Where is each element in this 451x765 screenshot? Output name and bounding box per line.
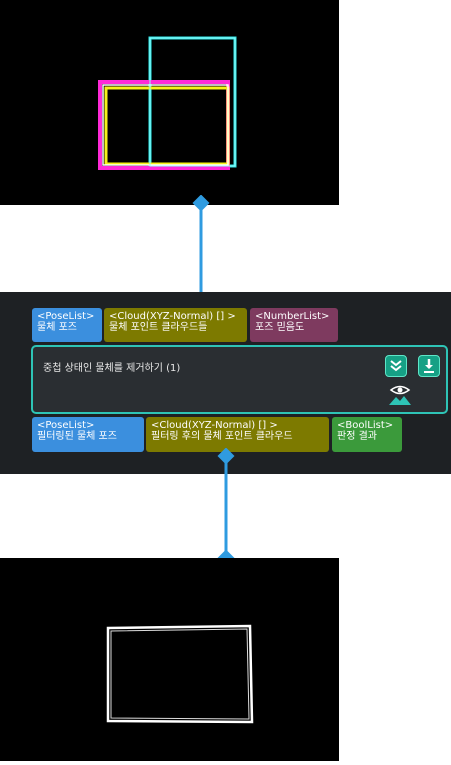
- port-type: <PoseList>: [37, 311, 95, 322]
- overlapping-objects-outline: [98, 36, 237, 170]
- input-port-pose-list[interactable]: <PoseList> 물체 포즈: [32, 308, 102, 342]
- input-preview-image: [0, 0, 339, 205]
- download-icon: [424, 359, 434, 373]
- output-port-cloud[interactable]: <Cloud(XYZ-Normal) [] > 필터링 후의 물체 포인트 클라…: [146, 417, 329, 452]
- output-port-pose-list[interactable]: <PoseList> 필터링된 물체 포즈: [32, 417, 144, 452]
- collapse-button[interactable]: [385, 355, 407, 377]
- output-preview-image: [0, 558, 339, 761]
- chevrons-down-icon: [390, 360, 402, 372]
- port-type: <Cloud(XYZ-Normal) [] >: [151, 420, 278, 431]
- download-button[interactable]: [418, 355, 440, 377]
- filtered-object-outline: [106, 624, 254, 724]
- port-label: 필터링 후의 물체 포인트 클라우드: [151, 431, 293, 442]
- port-type: <NumberList>: [255, 311, 330, 322]
- port-label: 물체 포즈: [37, 322, 77, 333]
- connector-handle-top[interactable]: [192, 195, 210, 212]
- port-label: 판정 결과: [337, 431, 377, 442]
- port-type: <BoolList>: [337, 420, 394, 431]
- port-label: 필터링된 물체 포즈: [37, 431, 117, 442]
- output-connector: [217, 448, 235, 567]
- connector-handle-out[interactable]: [217, 448, 235, 465]
- node-body[interactable]: 중첩 상태인 물체를 제거하기 (1): [31, 345, 448, 414]
- port-type: <PoseList>: [37, 420, 95, 431]
- node-title: 중첩 상태인 물체를 제거하기 (1): [43, 363, 181, 374]
- output-port-bool-list[interactable]: <BoolList> 판정 결과: [332, 417, 402, 452]
- input-port-cloud[interactable]: <Cloud(XYZ-Normal) [] > 물체 포인트 클라우드들: [104, 308, 247, 342]
- port-type: <Cloud(XYZ-Normal) [] >: [109, 311, 236, 322]
- port-label: 물체 포인트 클라우드들: [109, 322, 208, 333]
- port-label: 포즈 믿음도: [255, 322, 305, 333]
- eye-icon[interactable]: [387, 383, 413, 407]
- input-port-number-list[interactable]: <NumberList> 포즈 믿음도: [250, 308, 338, 342]
